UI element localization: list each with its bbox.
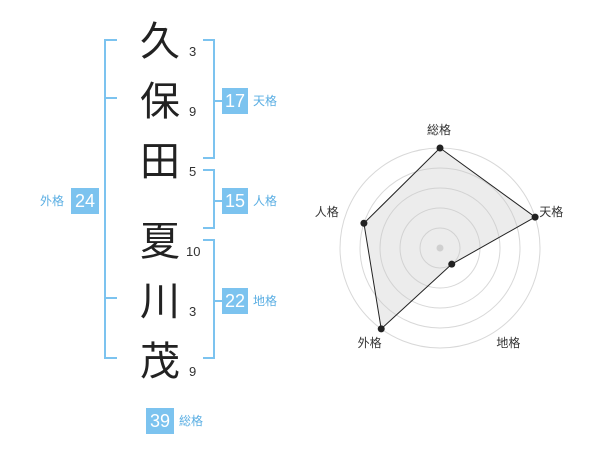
tenkaku-label: 天格: [253, 94, 278, 108]
radar-center-dot: [436, 244, 444, 252]
radar-ring: [359, 167, 521, 329]
radar-point-2: [531, 213, 539, 221]
stroke-count-3: 5: [189, 164, 197, 179]
radar-axis-label-3: 地格: [496, 336, 521, 351]
chikaku-bracket: [203, 239, 215, 359]
stroke-count-5: 3: [189, 304, 197, 319]
radar-axis-label-1: 総格: [427, 123, 452, 137]
name-char-1: 久: [140, 19, 180, 65]
radar-point-1: [436, 144, 444, 152]
radar-ring: [379, 187, 501, 309]
stroke-count-2: 9: [189, 104, 197, 119]
soukaku-value-badge: 39: [146, 408, 174, 434]
stroke-count-1: 3: [189, 44, 197, 59]
radar-axis-label-4: 外格: [357, 336, 382, 351]
chikaku-label: 地格: [253, 294, 278, 308]
stroke-count-4: 10: [186, 244, 201, 259]
jinkaku-label: 人格: [253, 194, 278, 208]
radar-point-4: [377, 325, 385, 333]
radar-point-5: [360, 219, 368, 227]
name-char-2: 保: [140, 79, 180, 125]
name-char-3: 田: [140, 139, 180, 185]
name-char-5: 川: [140, 279, 180, 325]
radar-ring: [419, 227, 461, 269]
gaikaku-bracket: [104, 39, 117, 359]
radar-series-polygon: [363, 147, 537, 330]
chikaku-value-badge: 22: [222, 288, 248, 314]
radar-axis-label-2: 天格: [539, 204, 564, 219]
jinkaku-bracket: [203, 169, 215, 229]
tenkaku-value-badge: 17: [222, 88, 248, 114]
name-char-4: 夏: [140, 219, 180, 265]
jinkaku-value-badge: 15: [222, 188, 248, 214]
tenkaku-bracket: [203, 39, 215, 159]
gaikaku-label: 外格: [40, 194, 65, 208]
gaikaku-value-badge: 24: [71, 188, 99, 214]
name-char-6: 茂: [140, 339, 180, 385]
soukaku-label: 総格: [179, 414, 204, 428]
stroke-count-6: 9: [189, 364, 197, 379]
radar-point-3: [448, 260, 456, 268]
radar-axis-label-5: 人格: [314, 204, 339, 219]
